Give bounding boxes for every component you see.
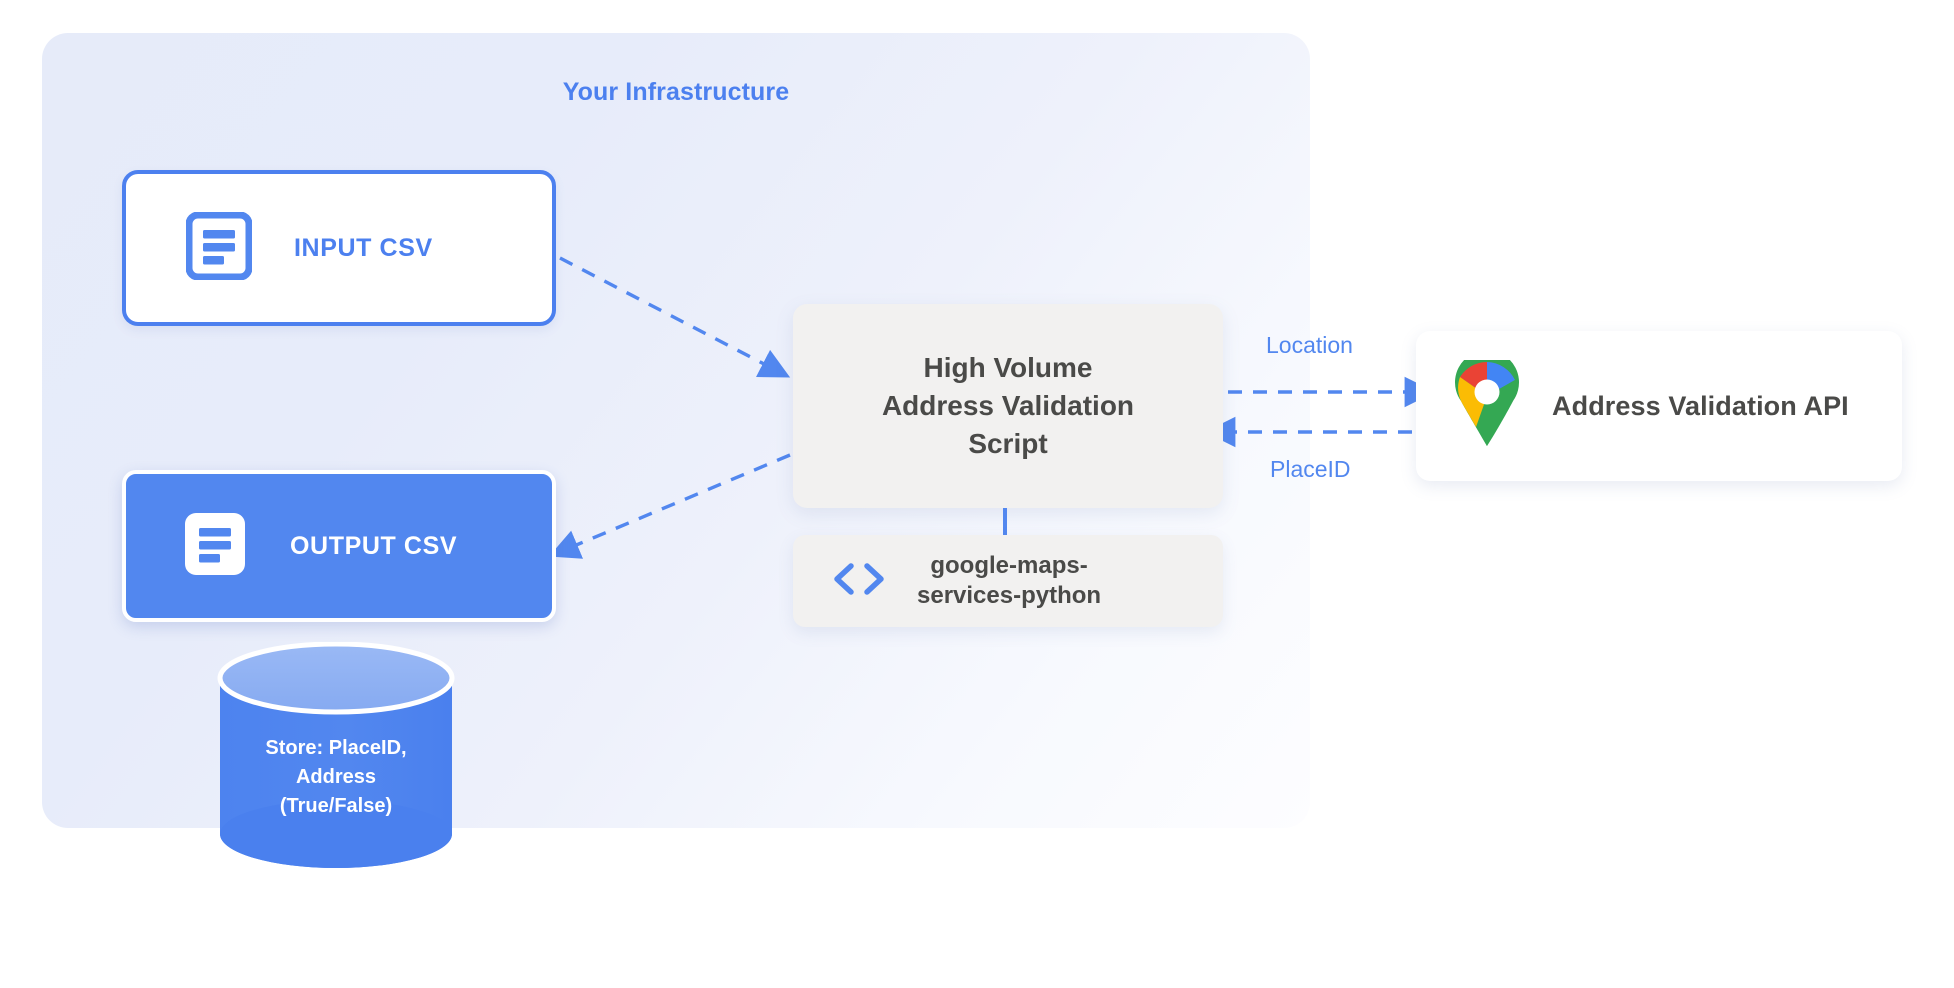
address-validation-api-node[interactable]: Address Validation API (1416, 331, 1902, 481)
output-csv-label: OUTPUT CSV (290, 531, 458, 560)
library-label: google-maps- services-python (917, 551, 1101, 612)
code-brackets-icon (831, 561, 887, 602)
script-line-1: High Volume (923, 351, 1093, 383)
google-maps-pin-icon (1452, 349, 1522, 453)
library-line-1: google-maps- (930, 551, 1088, 579)
script-library-connector (1003, 508, 1007, 536)
document-icon (182, 510, 248, 583)
script-node[interactable]: High Volume Address Validation Script (793, 304, 1223, 508)
library-line-2: services-python (917, 582, 1102, 609)
library-node[interactable]: google-maps- services-python (793, 535, 1223, 627)
script-line-3: Script (968, 428, 1048, 460)
database-cylinder[interactable]: Store: PlaceID, Address (True/False) (212, 641, 460, 870)
script-line-2: Address Validation (881, 389, 1135, 421)
api-label: Address Validation API (1552, 390, 1849, 421)
edge-label-location: Location (1266, 332, 1353, 358)
panel-title: Your Infrastructure (562, 78, 790, 106)
input-csv-node[interactable]: INPUT CSV (122, 170, 556, 326)
document-icon (185, 211, 253, 285)
input-csv-label: INPUT CSV (294, 233, 433, 262)
output-csv-node[interactable]: OUTPUT CSV (122, 470, 556, 622)
edge-label-placeid: PlaceID (1270, 456, 1351, 482)
